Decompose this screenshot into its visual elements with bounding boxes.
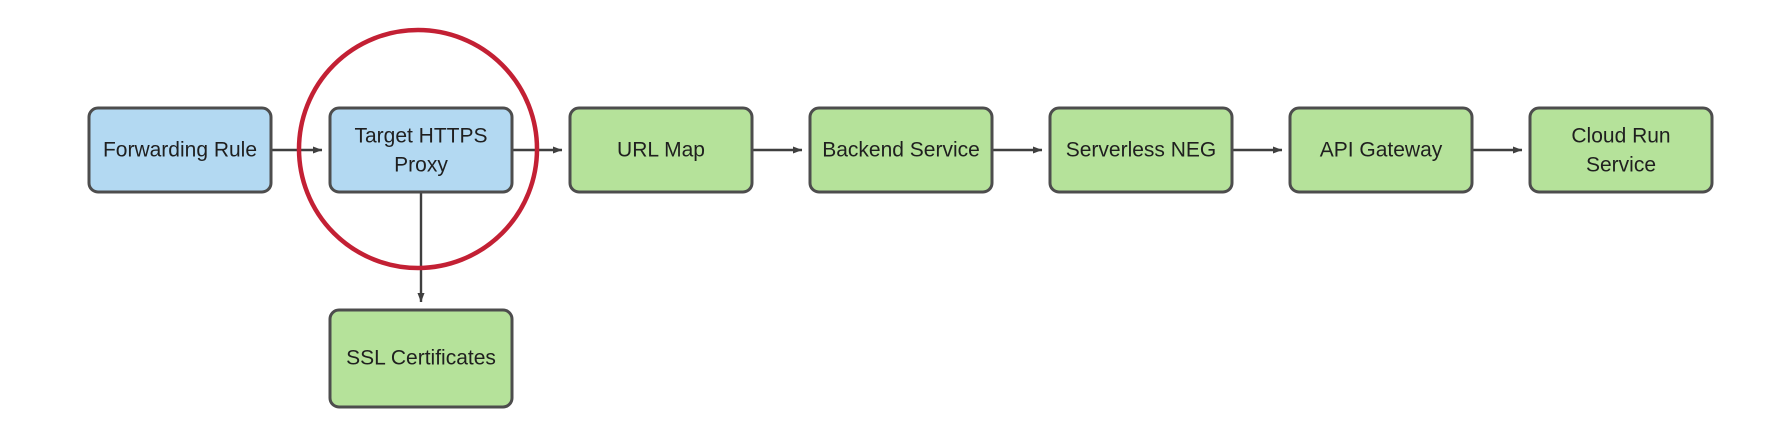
node-url-map-box[interactable] bbox=[568, 106, 754, 194]
node-api-gateway[interactable]: API Gateway bbox=[1288, 106, 1474, 194]
node-target-https-proxy[interactable]: Target HTTPS Proxy bbox=[328, 106, 514, 194]
node-api-gateway-box[interactable] bbox=[1288, 106, 1474, 194]
node-forwarding-rule-label: Forwarding Rule bbox=[103, 139, 257, 162]
node-ssl-certificates-label: SSL Certificates bbox=[346, 347, 496, 370]
edges-layer bbox=[271, 146, 1523, 303]
node-forwarding-rule-box[interactable] bbox=[87, 106, 273, 194]
nodes-layer: Forwarding Rule Target HTTPS Proxy URL M… bbox=[87, 106, 1714, 409]
node-cloud-run-service-label-line1: Cloud Run bbox=[1571, 125, 1670, 148]
node-target-https-proxy-box[interactable] bbox=[328, 106, 514, 194]
node-ssl-certificates[interactable]: SSL Certificates bbox=[328, 308, 514, 409]
node-target-https-proxy-label-line2: Proxy bbox=[394, 154, 448, 177]
node-cloud-run-service[interactable]: Cloud Run Service bbox=[1528, 106, 1714, 194]
node-serverless-neg-box[interactable] bbox=[1048, 106, 1234, 194]
node-backend-service[interactable]: Backend Service bbox=[808, 106, 994, 194]
node-serverless-neg-label: Serverless NEG bbox=[1066, 139, 1217, 162]
node-serverless-neg[interactable]: Serverless NEG bbox=[1048, 106, 1234, 194]
node-backend-service-box[interactable] bbox=[808, 106, 994, 194]
node-forwarding-rule[interactable]: Forwarding Rule bbox=[87, 106, 273, 194]
node-cloud-run-service-label-line2: Service bbox=[1586, 154, 1656, 177]
node-url-map-label: URL Map bbox=[617, 139, 705, 162]
node-cloud-run-service-box[interactable] bbox=[1528, 106, 1714, 194]
node-backend-service-label: Backend Service bbox=[822, 139, 980, 162]
node-url-map[interactable]: URL Map bbox=[568, 106, 754, 194]
annotations-layer bbox=[296, 27, 540, 271]
highlight-circle-target-https-proxy bbox=[296, 27, 540, 271]
node-ssl-certificates-box[interactable] bbox=[328, 308, 514, 409]
node-api-gateway-label: API Gateway bbox=[1320, 139, 1443, 162]
node-target-https-proxy-label-line1: Target HTTPS bbox=[354, 125, 487, 148]
